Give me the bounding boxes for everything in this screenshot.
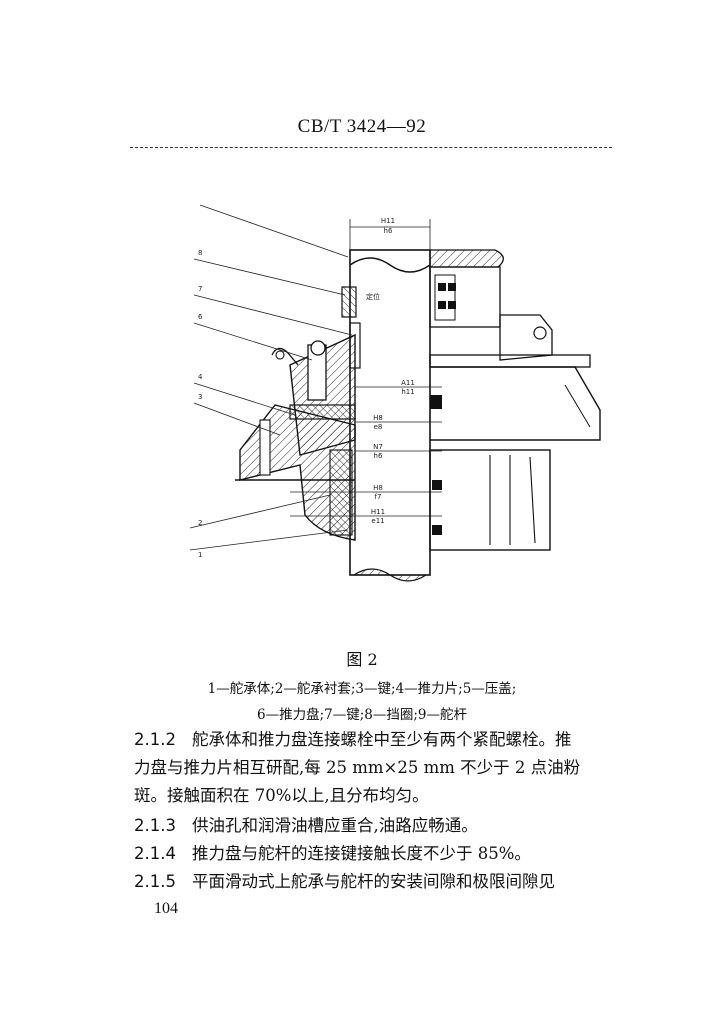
svg-text:H8: H8 — [373, 484, 383, 492]
page-header-title: CB/T 3424—92 — [297, 116, 427, 137]
clause-text: 平面滑动式上舵承与舵杆的安装间隙和极限间隙见 — [191, 872, 555, 891]
rudder-stock — [349, 249, 431, 582]
callout-7: 7 — [198, 285, 202, 293]
svg-text:h6: h6 — [384, 227, 393, 235]
svg-text:H8: H8 — [373, 414, 383, 422]
upper-bolts — [438, 283, 456, 309]
stop-ring — [341, 286, 357, 318]
page-number: 104 — [154, 900, 178, 917]
clause-text-continued: 斑。接触面积在 70%以上,且分布均匀。 — [134, 786, 429, 805]
fit-label-a11-h11: A11 h11 — [401, 379, 415, 396]
callout-4: 4 — [198, 373, 203, 381]
gap-label: 定位 — [366, 292, 380, 301]
figure-legend-line-2: 6—推力盘;7—键;8—挡圈;9—舵杆 — [256, 707, 467, 723]
callout-numbers: 8 7 6 4 3 2 1 — [198, 249, 203, 559]
fit-label-n7-h6: N7 h6 — [373, 443, 383, 460]
clause-text-continued: 力盘与推力片相互研配,每 25 mm×25 mm 不少于 2 点油粉 — [134, 758, 581, 777]
header-rule — [130, 147, 612, 148]
upper-flange — [429, 266, 501, 328]
upper-block — [429, 249, 504, 268]
svg-text:e11: e11 — [371, 517, 384, 525]
callout-8: 8 — [198, 249, 202, 257]
svg-text:H11: H11 — [381, 217, 395, 225]
svg-text:N7: N7 — [373, 443, 383, 451]
clause-2-1-3: 2.1.3 供油孔和润滑油槽应重合,油路应畅通。 — [134, 812, 614, 840]
clause-text: 舵承体和推力盘连接螺栓中至少有两个紧配螺栓。推 — [191, 730, 572, 749]
clause-2-1-4: 2.1.4 推力盘与舵杆的连接键接触长度不少于 85%。 — [134, 840, 614, 868]
svg-text:h11: h11 — [401, 388, 414, 396]
clause-number: 2.1.5 — [134, 872, 176, 891]
svg-text:H11: H11 — [371, 508, 385, 516]
figure-2-drawing: H11 h6 A11 h11 H8 e8 N7 h6 H8 f7 H11 e11… — [180, 195, 610, 595]
clause-number: 2.1.4 — [134, 844, 176, 863]
fit-label-h11-e11: H11 e11 — [371, 508, 385, 525]
svg-text:e8: e8 — [374, 423, 383, 431]
bearing-housing — [235, 404, 356, 541]
callout-3: 3 — [198, 393, 202, 401]
fit-dimension-lines — [290, 219, 442, 517]
clause-text: 供油孔和润滑油槽应重合,油路应畅通。 — [191, 816, 478, 835]
rudder-bearing-section-drawing: H11 h6 A11 h11 H8 e8 N7 h6 H8 f7 H11 e11… — [189, 204, 601, 582]
clause-text: 推力盘与舵杆的连接键接触长度不少于 85%。 — [191, 844, 531, 863]
clause-2-1-5: 2.1.5 平面滑动式上舵承与舵杆的安装间隙和极限间隙见 — [134, 868, 614, 896]
figure-legend-line-1: 1—舵承体;2—舵承衬套;3—键;4—推力片;5—压盖; — [207, 681, 517, 697]
callout-1: 1 — [198, 551, 202, 559]
svg-text:f7: f7 — [375, 493, 382, 501]
svg-text:A11: A11 — [401, 379, 415, 387]
clause-number: 2.1.3 — [134, 816, 176, 835]
callout-6: 6 — [198, 313, 203, 321]
callout-leaders — [189, 204, 353, 551]
fit-label-h8-f7: H8 f7 — [373, 484, 383, 501]
fit-label-h8-e8: H8 e8 — [373, 414, 383, 431]
clause-2-1-2: 2.1.2 舵承体和推力盘连接螺栓中至少有两个紧配螺栓。推 力盘与推力片相互研配,… — [134, 726, 614, 810]
right-housing — [429, 354, 601, 551]
figure-caption: 图 2 — [346, 650, 378, 669]
fit-label-h11-h6: H11 h6 — [381, 217, 395, 235]
clause-number: 2.1.2 — [134, 730, 176, 749]
callout-2: 2 — [198, 519, 202, 527]
svg-text:h6: h6 — [374, 452, 383, 460]
